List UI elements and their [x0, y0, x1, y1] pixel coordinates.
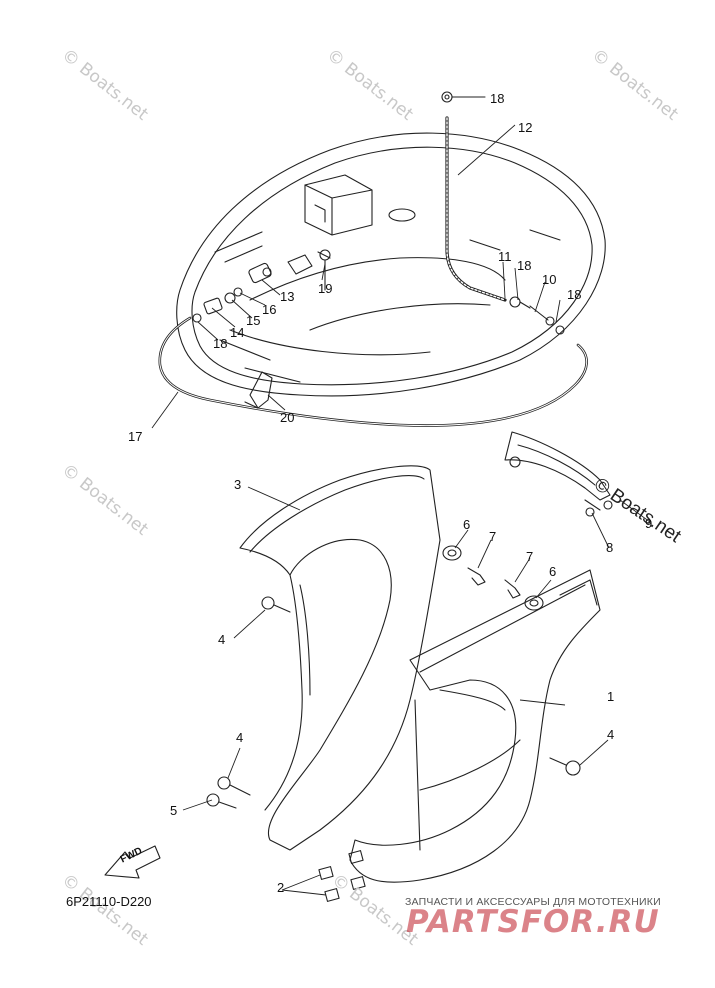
callout-1: 1: [607, 689, 615, 704]
leader-lines: [151, 124, 651, 896]
callout-6: 6: [463, 517, 471, 532]
callout-17: 17: [128, 429, 143, 444]
cowling-side-3: [239, 465, 441, 851]
grommets-6-screws-7: [442, 545, 544, 611]
callout-12: 12: [518, 120, 533, 135]
callout-9: 9: [645, 516, 653, 531]
cable-17: [158, 316, 588, 427]
callout-3: 3: [234, 477, 242, 492]
callout-5: 5: [170, 803, 178, 818]
callout-18: 18: [213, 336, 228, 351]
callout-20: 20: [280, 410, 295, 425]
callout-13: 13: [280, 289, 295, 304]
callout-18: 18: [567, 287, 582, 302]
fwd-arrow: [104, 845, 161, 879]
callout-18: 18: [517, 258, 532, 273]
callout-16: 16: [262, 302, 277, 317]
nuts-2: [318, 850, 366, 902]
callout-11: 11: [498, 249, 512, 264]
cowling-side-1: [349, 569, 601, 883]
bracket-8: [504, 431, 613, 517]
callout-7: 7: [489, 529, 497, 544]
fittings-10-11: [509, 296, 565, 335]
hose-12: [441, 91, 507, 302]
callout-6: 6: [549, 564, 557, 579]
callout-15: 15: [246, 313, 261, 328]
callout-4: 4: [607, 727, 615, 742]
callout-4: 4: [236, 730, 244, 745]
callout-10: 10: [542, 272, 557, 287]
bottom-cowling-tray: [176, 132, 606, 397]
clip-20: [244, 371, 273, 409]
partsfor-logo: PARTSFOR.RU: [406, 904, 660, 940]
bolts-4-5: [206, 596, 581, 809]
callout-8: 8: [606, 540, 614, 555]
callout-4: 4: [218, 632, 226, 647]
callout-14: 14: [230, 325, 245, 340]
diagram-code: 6P21110-D220: [66, 894, 152, 909]
callout-2: 2: [277, 880, 285, 895]
callout-18: 18: [490, 91, 505, 106]
callout-19: 19: [318, 281, 333, 296]
fittings-13-16: [192, 249, 331, 323]
logo-subtitle: ЗАПЧАСТИ И АКСЕССУАРЫ ДЛЯ МОТОТЕХНИКИ: [405, 896, 661, 908]
callout-7: 7: [526, 549, 534, 564]
